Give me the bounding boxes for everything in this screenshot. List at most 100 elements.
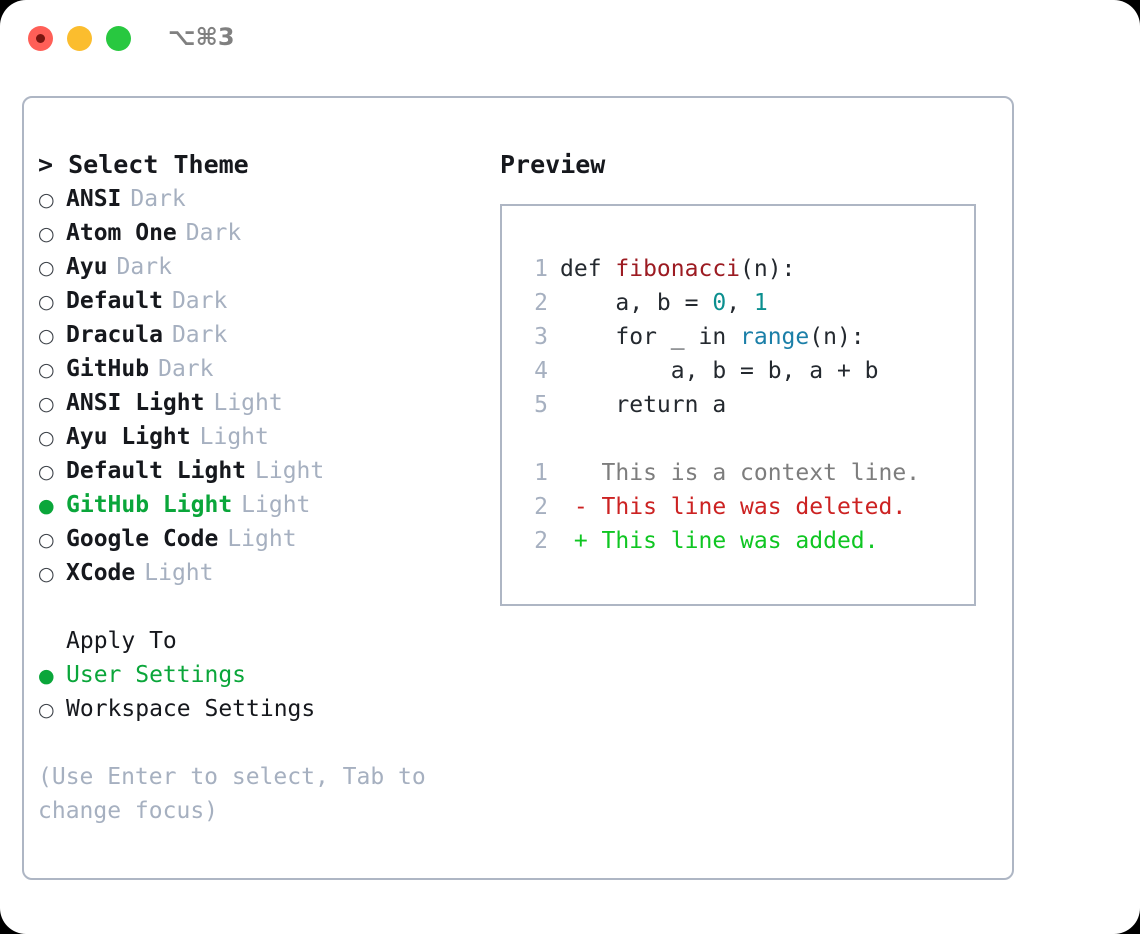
apply-to-heading: Apply To [66,628,177,654]
line-number: 2 [534,528,548,554]
radio-selected-icon: ● [38,495,55,517]
keyboard-hint-text: (Use Enter to select, Tab to change focu… [38,764,440,824]
code-token: fibonacci [615,256,741,282]
theme-variant-tag: Light [227,526,297,552]
code-token: def [560,256,616,282]
theme-option-default-light[interactable]: ○ Default Light Light [38,454,488,488]
theme-option-dracula[interactable]: ○ Dracula Dark [38,318,488,352]
theme-variant-tag: Dark [171,288,228,314]
theme-variant-tag: Dark [185,220,242,246]
diff-text: - This line was deleted. [560,494,907,520]
line-number: 2 [534,494,548,520]
theme-option-label: ANSI [66,186,122,212]
line-number: 1 [534,256,548,282]
theme-option-ayu[interactable]: ○ Ayu Dark [38,250,488,284]
theme-variant-tag: Dark [158,356,214,382]
theme-option-label: GitHub Light [66,492,233,518]
theme-option-github[interactable]: ○ GitHub Dark [38,352,488,386]
code-token: for _ in [560,324,741,350]
code-token: return a [560,392,727,418]
code-text: return a [560,388,726,422]
theme-option-label: GitHub [66,356,150,382]
theme-option-label: Ayu [66,254,108,280]
radio-unselected-icon: ○ [38,563,55,585]
radio-unselected-icon: ○ [38,529,55,551]
code-line: 4 a, b = b, a + b [518,354,974,388]
theme-variant-tag: Light [199,424,269,450]
line-number: 3 [534,324,548,350]
code-line: 3 for _ in range(n): [518,320,974,354]
theme-option-label: ANSI Light [66,390,205,416]
radio-unselected-icon: ○ [38,393,55,415]
theme-variant-tag: Light [255,458,325,484]
code-text: def fibonacci(n): [560,252,795,286]
diff-sample: 1 This is a context line.2 - This line w… [518,456,974,558]
spacer [518,422,974,456]
code-text: a, b = b, a + b [560,354,879,388]
apply-to-option-user-settings[interactable]: ● User Settings [38,658,488,692]
apply-to-option-workspace-settings[interactable]: ○Workspace Settings [38,692,488,726]
title-bar: ⌥⌘3 [0,0,1140,78]
code-token: (n): [809,324,865,350]
theme-option-label: XCode [66,560,136,586]
apply-to-list[interactable]: ● User Settings ○Workspace Settings [38,658,488,726]
diff-line: 2 + This line was added. [518,524,974,558]
maximize-button[interactable] [106,26,131,51]
radio-unselected-icon: ○ [38,223,55,245]
code-token: 1 [753,290,768,316]
line-number: 2 [534,290,548,316]
theme-variant-tag: Dark [116,254,172,280]
code-line: 5 return a [518,388,974,422]
code-token: a, b = [560,290,713,316]
diff-text: + This line was added. [560,528,879,554]
diff-text: This is a context line. [560,460,921,486]
close-button[interactable] [28,26,53,51]
code-token: (n): [740,256,796,282]
minimize-button[interactable] [67,26,92,51]
code-token: 0 [712,290,727,316]
radio-unselected-icon: ○ [38,427,55,449]
radio-unselected-icon: ○ [38,257,55,279]
code-text: a, b = 0, 1 [560,286,768,320]
code-text: for _ in range(n): [560,320,865,354]
radio-unselected-icon: ○ [38,461,55,483]
theme-option-ayu-light[interactable]: ○ Ayu Light Light [38,420,488,454]
code-token: a, b = b, a + b [560,358,879,384]
theme-variant-tag: Light [144,560,214,586]
radio-selected-icon: ● [38,665,55,687]
code-token: range [740,324,810,350]
preview-heading: Preview [500,150,606,179]
theme-option-label: Dracula [66,322,163,348]
select-theme-heading: > Select Theme [38,150,249,179]
apply-to-section: Apply To ● User Settings ○Workspace Settin… [38,624,488,726]
theme-option-label: Ayu Light [66,424,191,450]
diff-line: 1 This is a context line. [518,456,974,490]
keyboard-shortcut-label: ⌥⌘3 [168,23,235,51]
theme-option-label: Default Light [66,458,247,484]
diff-line: 2 - This line was deleted. [518,490,974,524]
code-line: 2 a, b = 0, 1 [518,286,974,320]
theme-variant-tag: Dark [130,186,186,212]
code-token: , [726,290,754,316]
radio-unselected-icon: ○ [38,189,55,211]
radio-unselected-icon: ○ [38,325,55,347]
radio-unselected-icon: ○ [38,359,55,381]
theme-option-ansi[interactable]: ○ ANSI Dark [38,182,488,216]
line-number: 4 [534,358,548,384]
line-number: 1 [534,460,548,486]
theme-variant-tag: Dark [171,322,228,348]
theme-option-xcode[interactable]: ○ XCode Light [38,556,488,590]
apply-to-option-label: User Settings [66,662,247,688]
